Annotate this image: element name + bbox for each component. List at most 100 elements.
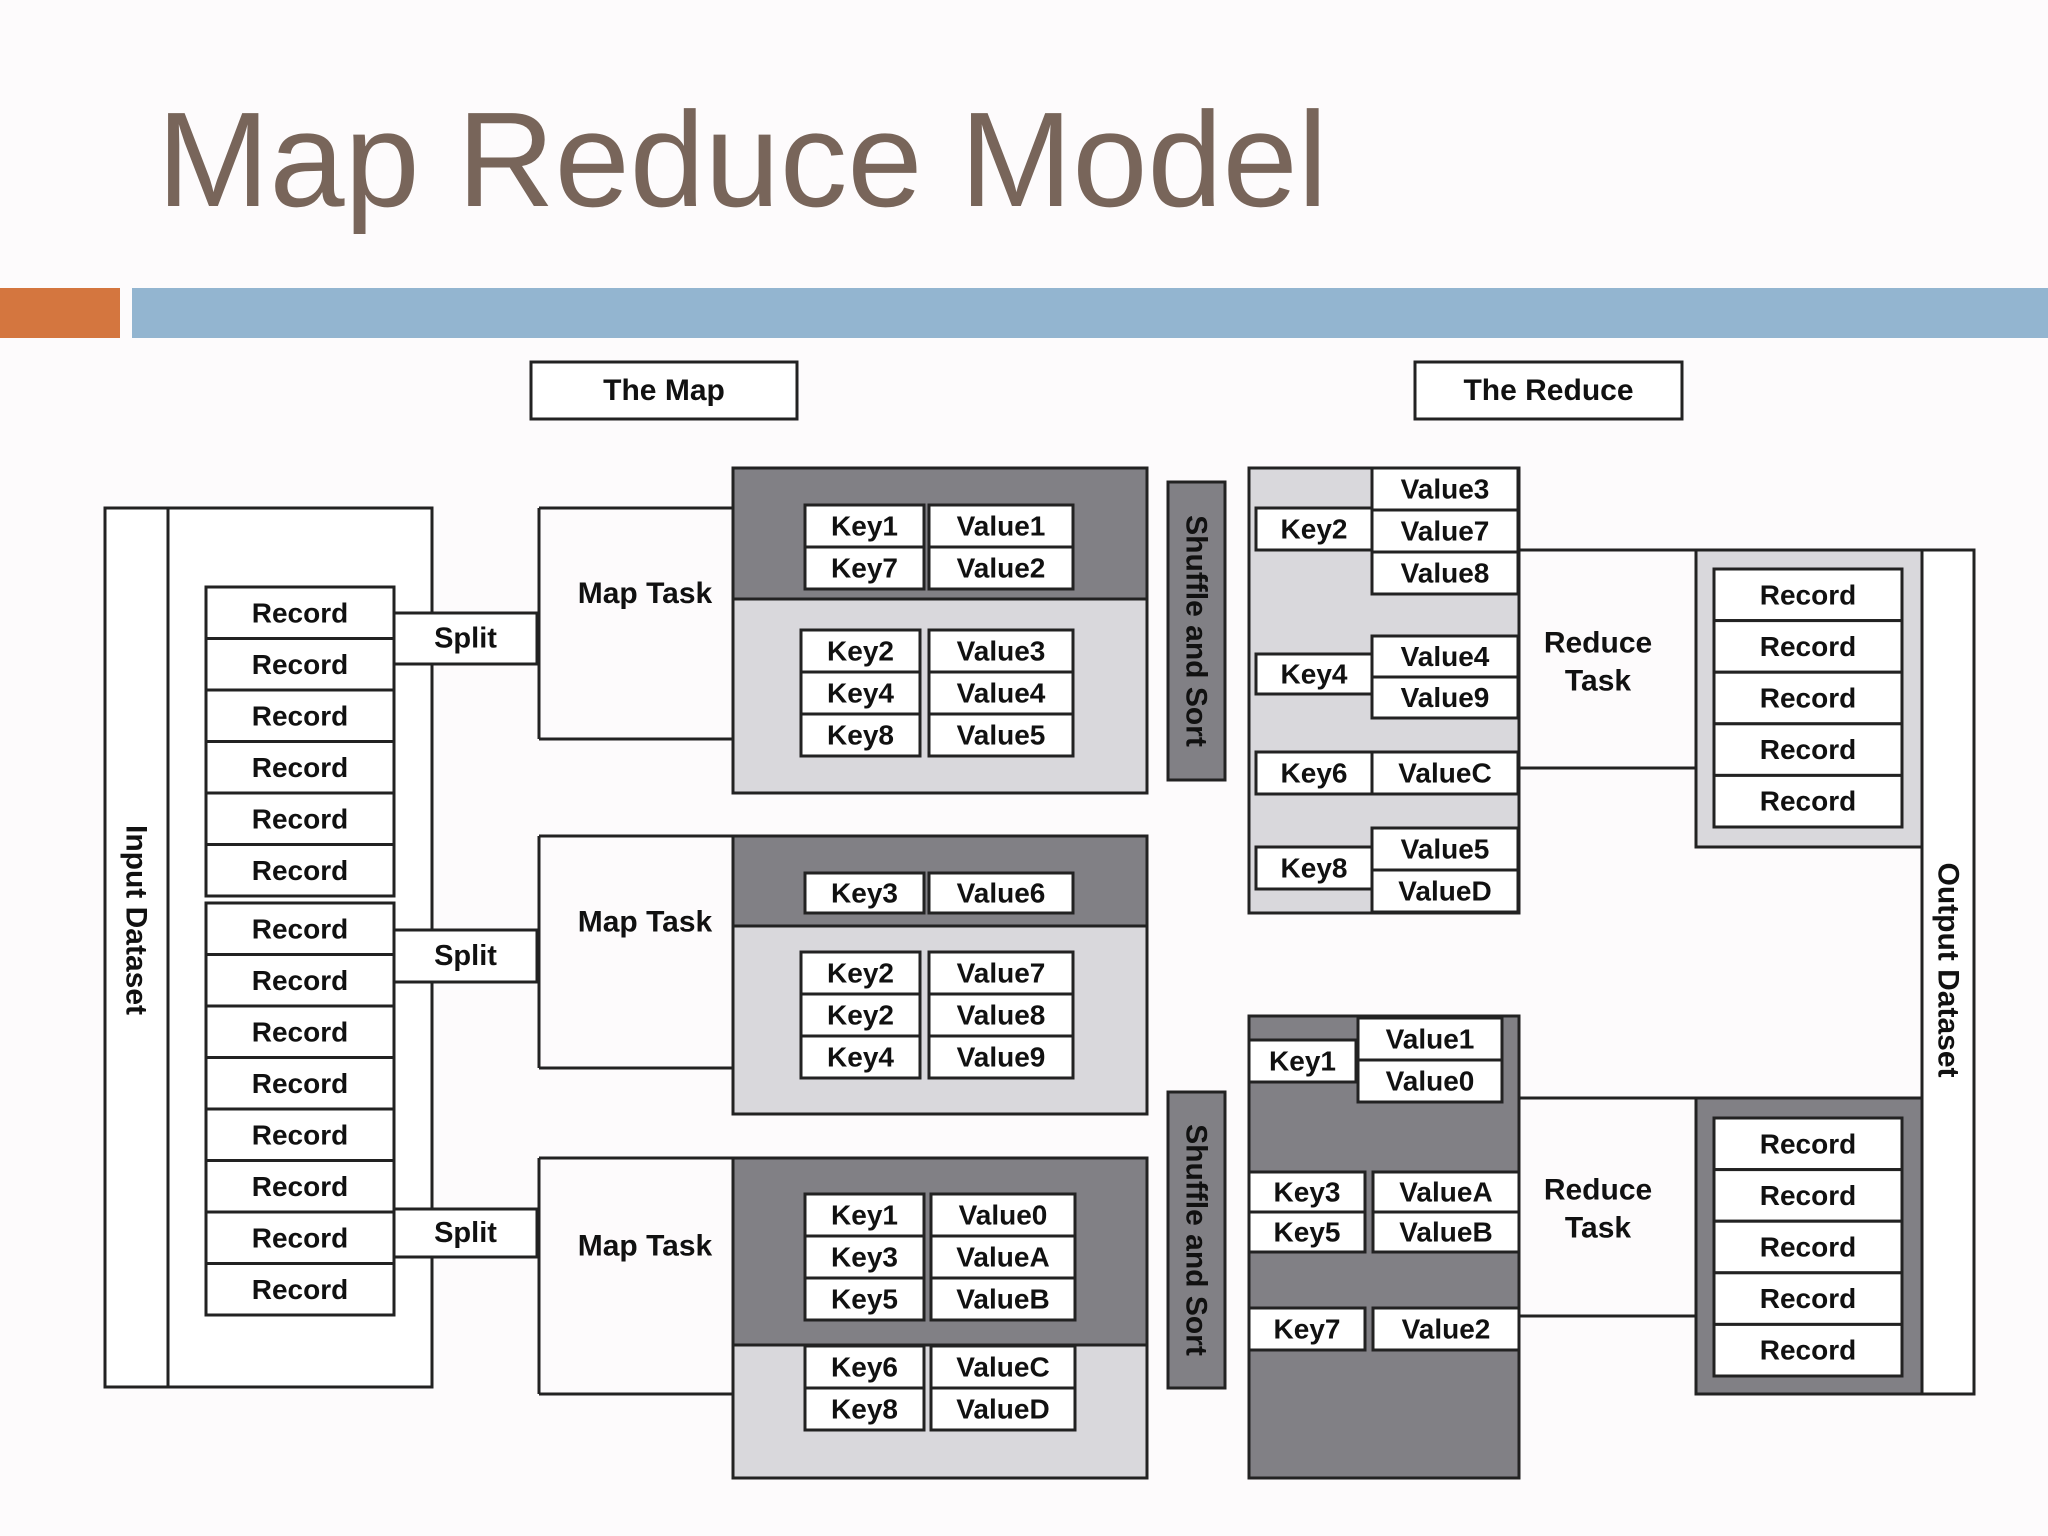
reduce-task-label-2a: Reduce <box>1544 1174 1652 1207</box>
split-box-2-label: Split <box>434 940 497 972</box>
map-value-1-2-2-label: Value4 <box>957 678 1046 709</box>
output-dataset-label: Output Dataset <box>1932 862 1965 1077</box>
map-key-2-2-3-label: Key4 <box>827 1042 894 1073</box>
map-value-3-1-2-label: ValueA <box>956 1242 1049 1273</box>
reduce-value-2-2-1 <box>1371 1170 1521 1214</box>
output-record-a-1-label: Record <box>1760 579 1856 610</box>
reduce-value-1-1-2 <box>1370 508 1520 554</box>
input-record-b-4-label: Record <box>252 1068 348 1099</box>
map-key-3-1-2 <box>803 1234 926 1280</box>
input-record-a-3 <box>204 688 396 743</box>
map-key-2-2-1 <box>799 950 922 996</box>
reduce-value-2-1-2-label: Value0 <box>1386 1066 1475 1097</box>
output-record-b-4 <box>1712 1271 1904 1326</box>
reduce-key-2-1 <box>1247 1038 1358 1084</box>
shuffle-sort-bar-2 <box>1166 1090 1227 1390</box>
reduce-key-1-4-label: Key8 <box>1281 853 1348 884</box>
output-record-a-2 <box>1712 619 1904 674</box>
reduce-key-1-2-label: Key4 <box>1281 659 1348 690</box>
output-record-b-2 <box>1712 1168 1904 1223</box>
reduce-key-2-3-label: Key5 <box>1274 1217 1341 1248</box>
map-value-2-1-1 <box>927 871 1075 915</box>
map-value-1-2-3-label: Value5 <box>957 720 1046 751</box>
map-key-2-2-2 <box>799 992 922 1038</box>
input-record-a-4-label: Record <box>252 752 348 783</box>
split-box-2 <box>392 928 539 984</box>
input-record-a-6 <box>204 843 396 898</box>
reduce-value-2-3-1 <box>1371 1210 1521 1254</box>
map-key-3-1-2-label: Key3 <box>831 1242 898 1273</box>
shuffle-sort-bar-1 <box>1166 480 1227 782</box>
map-value-3-1-3 <box>929 1276 1077 1322</box>
map-value-1-2-3 <box>927 712 1075 758</box>
output-record-b-3 <box>1712 1219 1904 1275</box>
map-key-2-2-3 <box>799 1034 922 1080</box>
split-box-1 <box>392 611 539 666</box>
reduce-value-1-1-1-label: Value3 <box>1401 474 1490 505</box>
map-value-3-1-2 <box>929 1234 1077 1280</box>
reduce-value-1-4-2 <box>1370 868 1520 914</box>
reduce-value-2-2-1-label: ValueA <box>1399 1177 1492 1208</box>
map-key-3-1-3 <box>803 1276 926 1322</box>
reduce-value-1-1-2-label: Value7 <box>1401 516 1490 547</box>
reduce-value-1-1-3-label: Value8 <box>1401 558 1490 589</box>
input-record-b-8 <box>204 1262 396 1317</box>
input-record-b-5 <box>204 1107 396 1162</box>
map-key-2-1-1 <box>803 871 926 915</box>
input-record-b-2-label: Record <box>252 965 348 996</box>
map-value-1-1-2 <box>927 545 1075 591</box>
accent-bar-blue <box>132 288 2048 338</box>
output-record-b-2-label: Record <box>1760 1180 1856 1211</box>
split-box-3-label: Split <box>434 1217 497 1249</box>
map-key-3-2-1-label: Key6 <box>831 1352 898 1383</box>
input-record-b-8-label: Record <box>252 1274 348 1305</box>
output-record-a-3-label: Record <box>1760 683 1856 714</box>
output-record-a-1 <box>1712 567 1904 623</box>
input-dataset-label: Input Dataset <box>120 825 153 1015</box>
output-record-a-5 <box>1712 773 1904 829</box>
map-key-1-2-3-label: Key8 <box>827 720 894 751</box>
reduce-value-1-3-1 <box>1370 750 1520 796</box>
shuffle-sort-label-1: Shuffle and Sort <box>1180 515 1213 747</box>
reduce-value-2-4-1 <box>1371 1306 1521 1352</box>
reduce-key-2-4 <box>1247 1306 1367 1352</box>
reduce-key-1-1 <box>1254 506 1374 552</box>
map-value-2-2-1-label: Value7 <box>957 958 1046 989</box>
split-box-3 <box>392 1207 539 1259</box>
reduce-key-2-1-label: Key1 <box>1269 1046 1336 1077</box>
map-key-3-2-2-label: Key8 <box>831 1394 898 1425</box>
map-key-1-1-2-label: Key7 <box>831 553 898 584</box>
map-value-3-2-2-label: ValueD <box>956 1394 1049 1425</box>
map-task-label-3: Map Task <box>578 1230 713 1263</box>
reduce-key-2-3 <box>1247 1210 1367 1254</box>
output-record-b-1-label: Record <box>1760 1128 1856 1159</box>
input-record-b-1 <box>204 901 396 956</box>
reduce-task-label-1b: Task <box>1565 665 1631 698</box>
map-key-3-2-1 <box>803 1344 926 1390</box>
map-key-2-1-1-label: Key3 <box>831 878 898 909</box>
map-value-2-2-2-label: Value8 <box>957 1000 1046 1031</box>
input-record-a-1-label: Record <box>252 597 348 628</box>
output-record-a-4-label: Record <box>1760 734 1856 765</box>
reduce-key-2-4-label: Key7 <box>1274 1314 1341 1345</box>
the-reduce-header-label: The Reduce <box>1463 374 1633 407</box>
input-record-b-5-label: Record <box>252 1119 348 1150</box>
map-value-1-1-2-label: Value2 <box>957 553 1046 584</box>
output-record-a-3 <box>1712 670 1904 726</box>
output-record-b-3-label: Record <box>1760 1232 1856 1263</box>
input-record-a-2 <box>204 637 396 692</box>
map-task-label-2: Map Task <box>578 906 713 939</box>
output-dataset-bar <box>1920 548 1976 1396</box>
map-key-2-2-1-label: Key2 <box>827 958 894 989</box>
map-value-1-1-1 <box>927 503 1075 549</box>
input-record-b-3 <box>204 1004 396 1059</box>
map-value-3-1-3-label: ValueB <box>956 1284 1049 1315</box>
reduce-value-1-2-2-label: Value9 <box>1401 682 1490 713</box>
map-value-3-2-1-label: ValueC <box>956 1352 1049 1383</box>
map-key-3-1-1 <box>803 1192 926 1238</box>
output-record-b-5-label: Record <box>1760 1335 1856 1366</box>
map-value-3-1-1-label: Value0 <box>959 1200 1048 1231</box>
split-box-1-label: Split <box>434 623 497 655</box>
reduce-value-2-4-1-label: Value2 <box>1402 1314 1491 1345</box>
